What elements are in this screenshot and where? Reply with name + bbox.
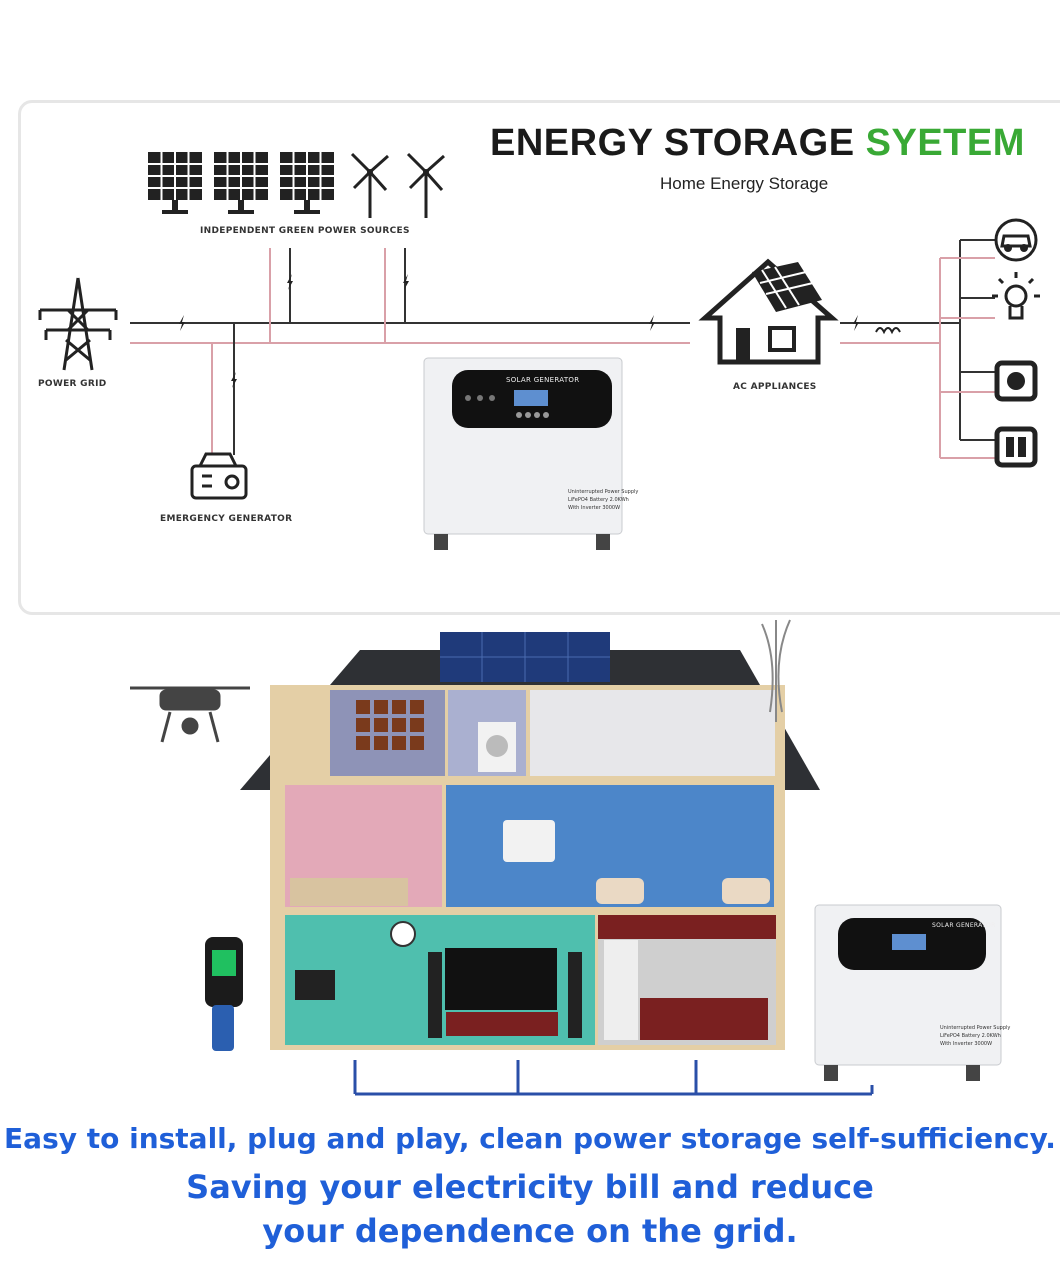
ev-charger-icon	[205, 937, 243, 1051]
home-cutaway	[240, 632, 820, 1050]
device-spec-top: Uninterrupted Power Supply LiFePO4 Batte…	[568, 489, 639, 511]
power-pylon-icon	[38, 277, 118, 371]
socket-icon	[994, 360, 1038, 402]
solar-panel-icon	[147, 151, 203, 215]
battery-unit-top	[423, 357, 623, 550]
page-title: ENERGY STORAGE SYETEM	[490, 122, 1025, 164]
solar-panel-icon	[213, 151, 269, 215]
tagline-line2: Saving your electricity bill and reduce	[186, 1168, 874, 1206]
car-icon	[994, 218, 1038, 262]
bulb-icon	[992, 272, 1040, 320]
tagline-line3: your dependence on the grid.	[262, 1212, 798, 1250]
wind-turbine-icon	[406, 152, 446, 220]
lightning-icon	[853, 315, 859, 331]
drone-icon	[130, 686, 250, 743]
emergency-generator-label: EMERGENCY GENERATOR	[160, 514, 293, 524]
green-sources-label: INDEPENDENT GREEN POWER SOURCES	[200, 226, 410, 236]
wind-turbine-icon	[350, 152, 390, 220]
tagline-block: Saving your electricity bill and reduce …	[0, 1165, 1060, 1253]
wind-turbine-icon	[761, 619, 791, 722]
battery-unit-bottom	[814, 904, 1002, 1081]
device-brand-top: SOLAR GENERATOR	[506, 376, 580, 384]
switch-icon	[994, 426, 1038, 468]
device-brand-bottom: SOLAR GENERATOR	[932, 922, 996, 929]
page-subtitle: Home Energy Storage	[660, 174, 829, 193]
power-grid-label: POWER GRID	[38, 379, 107, 389]
ac-appliances-label: AC APPLIANCES	[733, 382, 817, 392]
tagline-line1: Easy to install, plug and play, clean po…	[4, 1122, 1056, 1155]
solar-panel-icon	[279, 151, 335, 215]
house-icon	[698, 258, 839, 365]
lightning-icon	[179, 315, 185, 331]
device-spec-bottom: Uninterrupted Power Supply LiFePO4 Batte…	[940, 1025, 1011, 1047]
generator-icon	[190, 452, 248, 500]
lightning-icon	[649, 315, 655, 331]
